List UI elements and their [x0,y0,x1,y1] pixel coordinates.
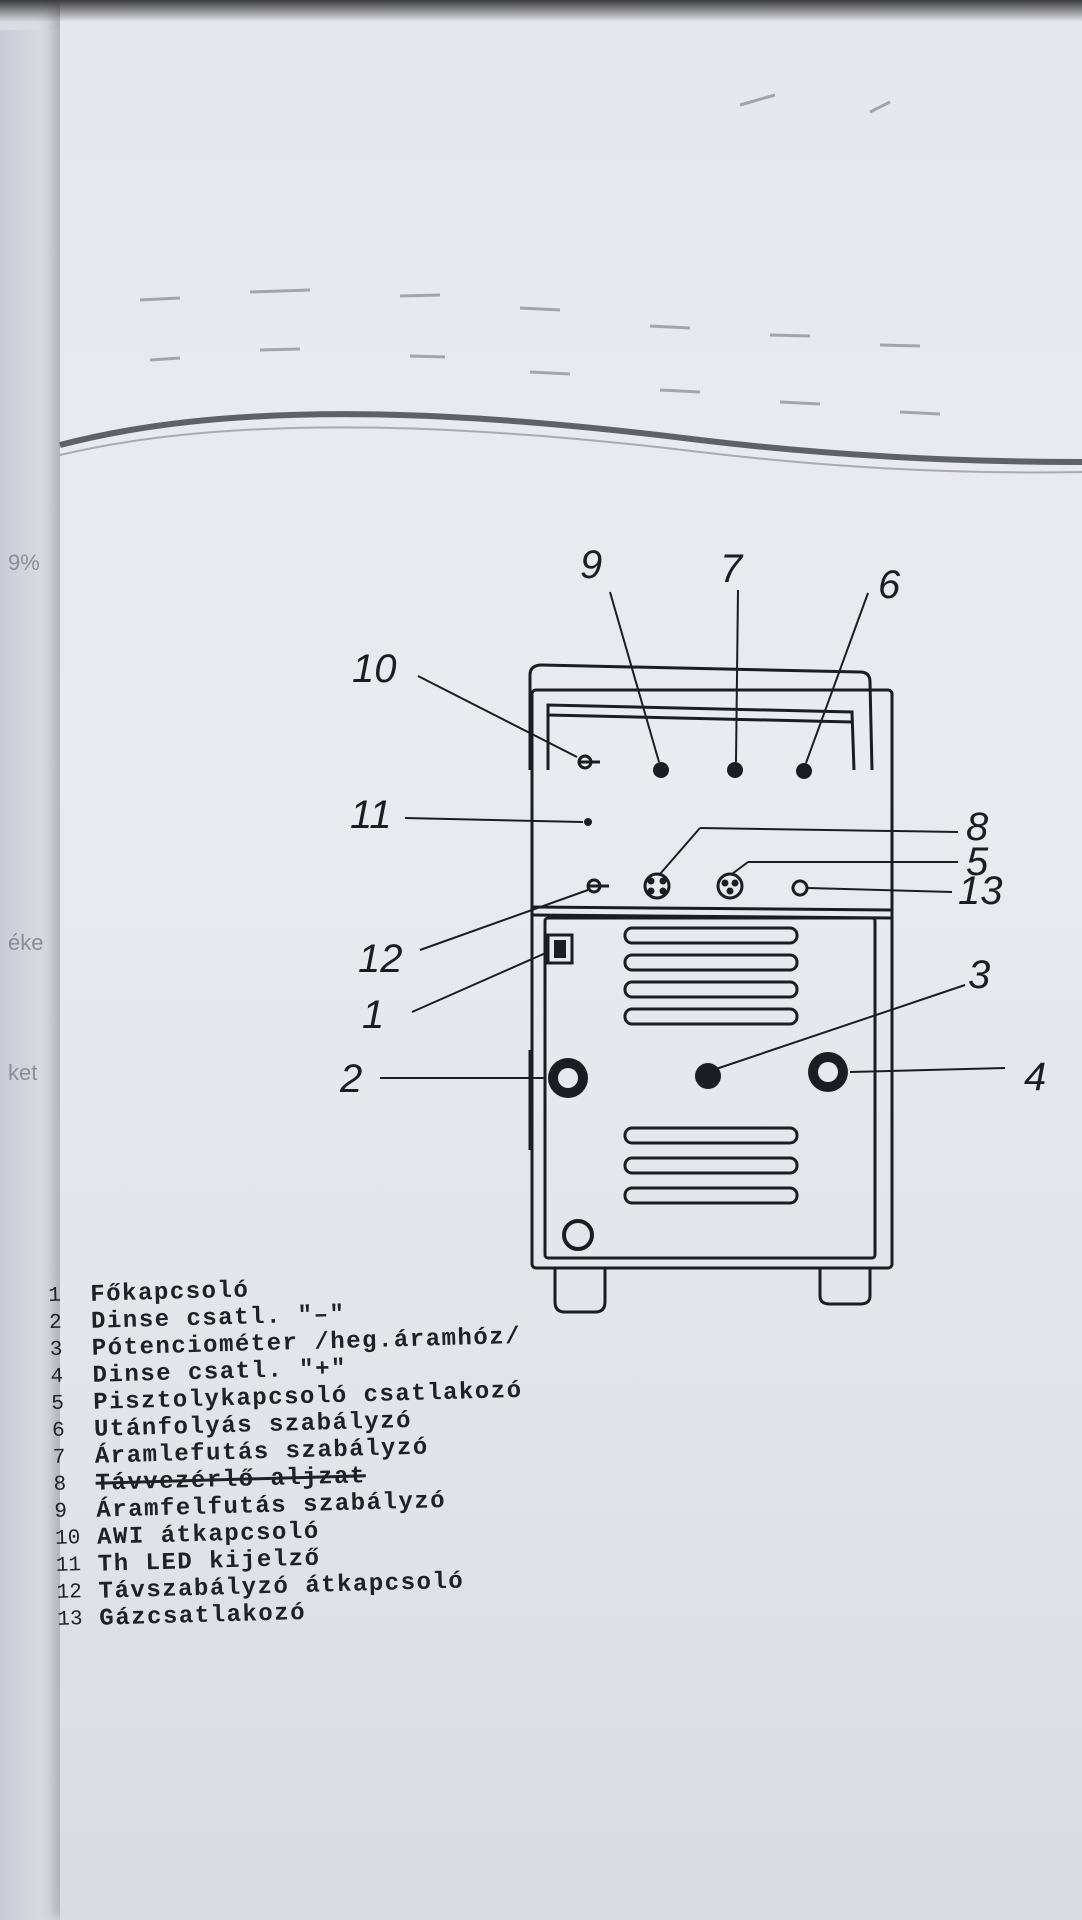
dinse-plus-socket [808,1052,848,1092]
legend-number: 8 [53,1473,67,1497]
callout-12: 12 [358,937,403,981]
callout-5: 5 [966,840,989,884]
callout-6: 6 [878,563,901,607]
bottom-inlet [562,1219,594,1251]
callout-numbers: 9 7 6 10 11 8 5 13 12 3 1 2 4 [339,543,1046,1101]
upper-vent-grille [623,926,799,1026]
paper-crease [59,411,1082,465]
legend-text: Gázcsatlakozó [99,1599,307,1633]
gun-switch-connector [716,872,744,900]
bleed-through-marks [139,93,941,416]
lower-vent-grille [623,1126,799,1205]
legend-number: 13 [57,1608,83,1632]
parts-legend: 1 Főkapcsoló 2 Dinse csatl. "–" 3 Pótenc… [48,1266,678,1634]
legend-number: 9 [54,1500,68,1524]
callout-8: 8 [966,805,989,849]
main-switch [546,933,574,965]
control-knob-7 [727,762,743,778]
machine-body [528,663,894,1314]
legend-number: 11 [55,1554,82,1578]
callout-11: 11 [350,793,392,837]
callout-10: 10 [352,647,397,691]
legend-number: 6 [51,1419,66,1443]
legend-number: 2 [48,1311,63,1335]
th-led-indicator [584,818,592,826]
callout-3: 3 [968,953,990,997]
callout-4: 4 [1024,1055,1046,1099]
awi-toggle-switch [577,754,600,770]
control-knob-9 [653,762,669,778]
legend-number: 5 [51,1392,65,1416]
under-page-fragment: éke [8,930,44,955]
callout-7: 7 [720,547,744,591]
dinse-minus-socket [548,1058,588,1098]
gas-connector [791,879,809,897]
under-page-fragment: 9% [8,550,40,575]
remote-control-socket [643,872,671,900]
leader-lines [380,589,1006,1079]
callout-13: 13 [958,869,1003,913]
callout-1: 1 [362,993,384,1037]
legend-number: 1 [48,1284,62,1308]
legend-number: 10 [54,1527,81,1551]
legend-number: 4 [50,1365,64,1389]
potentiometer-knob [695,1063,721,1089]
under-page-fragment: ket [8,1060,38,1085]
callout-2: 2 [339,1057,362,1101]
remote-switch [586,878,609,894]
legend-number: 7 [52,1446,66,1470]
control-knob-6 [796,763,812,779]
legend-number: 3 [49,1338,63,1362]
legend-number: 12 [56,1581,83,1605]
callout-9: 9 [580,543,602,587]
top-shadow [0,0,1082,22]
